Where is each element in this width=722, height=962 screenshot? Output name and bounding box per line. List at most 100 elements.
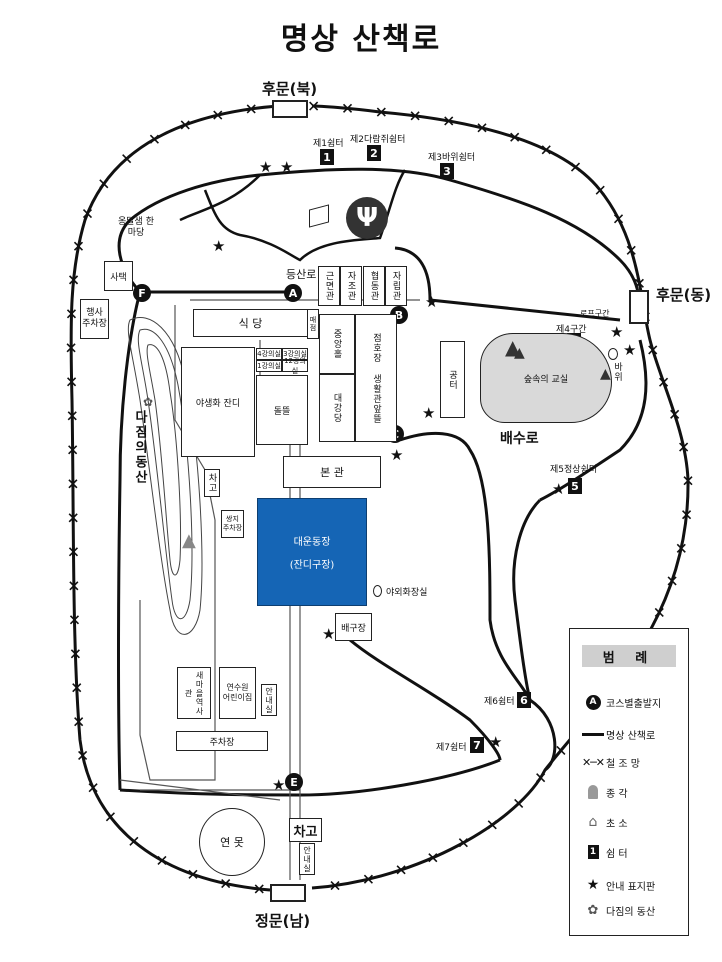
fence-x-mark [510, 132, 520, 142]
rest-area-3-label: 제3바위쉼터 [428, 153, 476, 163]
sign-star: ★ [623, 341, 637, 359]
wildflower-lawn: 야생화 잔디 [181, 347, 255, 457]
fence-x-mark [679, 442, 689, 452]
sign-star: ★ [610, 323, 624, 341]
legend-label: 초 소 [606, 818, 628, 830]
fence-x-mark [180, 120, 190, 130]
lecture-room-12: 12강의실 [282, 357, 308, 375]
trail-hill [179, 174, 261, 222]
legend-item-course-start: A 코스별출발지 [580, 691, 684, 713]
south-gate-icon [270, 884, 306, 902]
info-office-bottom: 안내실 [299, 843, 315, 875]
dajip-hill-label: 다짐의동산 [132, 410, 147, 485]
tree-icon: ▲ [505, 335, 521, 359]
fence-x-mark [66, 343, 76, 353]
tree-icon: ▲ [514, 345, 525, 361]
jarip-hall: 자립관 [385, 266, 407, 306]
legend-item-bell: 종 각 [580, 781, 684, 803]
fence-x-mark [556, 745, 566, 756]
fence-x-mark [676, 543, 686, 553]
sign-star: ★ [390, 446, 404, 464]
fence-x-mark [254, 884, 264, 894]
rope-section-label: 로프구간 [580, 309, 610, 318]
restroom-icon [373, 585, 382, 597]
legend-item-hut: ⌂ 초 소 [580, 811, 684, 833]
fence-x-mark [376, 107, 386, 117]
parking-lot: 주차장 [176, 731, 268, 751]
legend-label: 철 조 망 [606, 758, 640, 770]
fence-x-mark [487, 820, 497, 830]
lecture-room-3: 3강의실 [282, 348, 308, 360]
rest-area-5-label: 제5정상쉼터 [550, 465, 598, 475]
sign-star: ★ [259, 158, 273, 176]
east-gate-icon [629, 290, 649, 324]
fence-x-mark [541, 145, 551, 155]
rest-area-6-label: 제6쉼터 [484, 697, 515, 707]
fence-x-mark [514, 798, 524, 809]
stadium-label: 대운동장 [293, 537, 331, 548]
rest-area-4-label: 제4구간 [556, 325, 587, 335]
forest-classroom-label: 숲속의 교실 [523, 374, 569, 385]
fence-x-mark [330, 880, 340, 891]
legend-item-rest: 1 쉼 터 [580, 841, 684, 863]
legend-label: 종 각 [606, 788, 628, 800]
trail-baegu [349, 638, 502, 761]
legend-title: 범 례 [582, 645, 676, 667]
tree-icon: ▲ [600, 366, 611, 382]
fence-x-mark [69, 615, 80, 625]
sign-star: ★ [489, 733, 503, 751]
south-gate-label: 정문(남) [255, 912, 311, 930]
fence-x-mark [595, 185, 605, 195]
east-gate-label: 후문(동) [656, 286, 712, 304]
rest-area-7-label: 제7쉼터 [436, 743, 467, 753]
fence-x-mark [69, 581, 79, 591]
fence-x-mark [88, 783, 98, 793]
fence-x-mark [157, 855, 167, 866]
fence-x-mark [213, 110, 223, 120]
fence-x-mark [82, 208, 93, 219]
legend-item-sign: ★ 안내 표지판 [580, 874, 684, 896]
star-icon: ★ [586, 877, 600, 893]
legend-label: 쉼 터 [606, 848, 628, 860]
stone-yard: 돌뜰 [256, 375, 308, 445]
sign-star: ★ [272, 776, 286, 794]
fence-x-mark [410, 111, 420, 121]
store-building: 매점 [307, 309, 319, 339]
jajo-hall: 자조관 [340, 266, 362, 306]
legend-item-hill: ✿ 다짐의 동산 [580, 899, 684, 921]
trail-west [117, 291, 142, 791]
sign-star: ★ [422, 404, 436, 422]
rest-area-1-marker: 1 [320, 149, 334, 165]
sign-star: ★ [552, 480, 566, 498]
rest-area-3-marker: 3 [440, 163, 454, 179]
saemaeul-history-hall: 새마을역사관 [177, 667, 211, 719]
legend-rest-symbol: 1 [587, 845, 599, 859]
trail-east-lower [399, 431, 557, 772]
garage-top: 차고 [204, 469, 220, 497]
fence-x-mark [682, 510, 692, 520]
hyeopdong-hall: 협동관 [363, 266, 385, 306]
fence-x-mark [68, 513, 78, 523]
north-gate-label: 후문(북) [262, 80, 318, 98]
drain-label: 배수로 [500, 431, 539, 447]
fence-x-mark [458, 838, 468, 848]
rest-area-2-marker: 2 [367, 145, 381, 161]
rest-area-6-marker: 6 [517, 692, 531, 708]
fence-x-mark [667, 576, 677, 586]
fence-x-mark [67, 411, 77, 421]
training-daycare: 연수원 어린이집 [219, 667, 256, 719]
legend-label: 코스별출발지 [606, 698, 662, 710]
central-hall-building: 중앙홀 [319, 314, 355, 374]
auditorium-building: 대강당 [319, 374, 355, 442]
fence-x-mark [309, 101, 319, 111]
legend-symbol-a: A [585, 694, 601, 710]
fence-x-mark [342, 103, 353, 113]
fence-x-mark [68, 445, 78, 455]
trail-inner-north [203, 169, 407, 262]
fence-x-mark [99, 179, 109, 189]
outdoor-restroom-label: 야외화장실 [386, 588, 428, 598]
geunmyeon-hall: 근면관 [318, 266, 340, 306]
fence-x-mark [67, 377, 77, 387]
lecture-room-1: 1강의실 [256, 360, 282, 372]
sign-star: ★ [425, 293, 439, 311]
